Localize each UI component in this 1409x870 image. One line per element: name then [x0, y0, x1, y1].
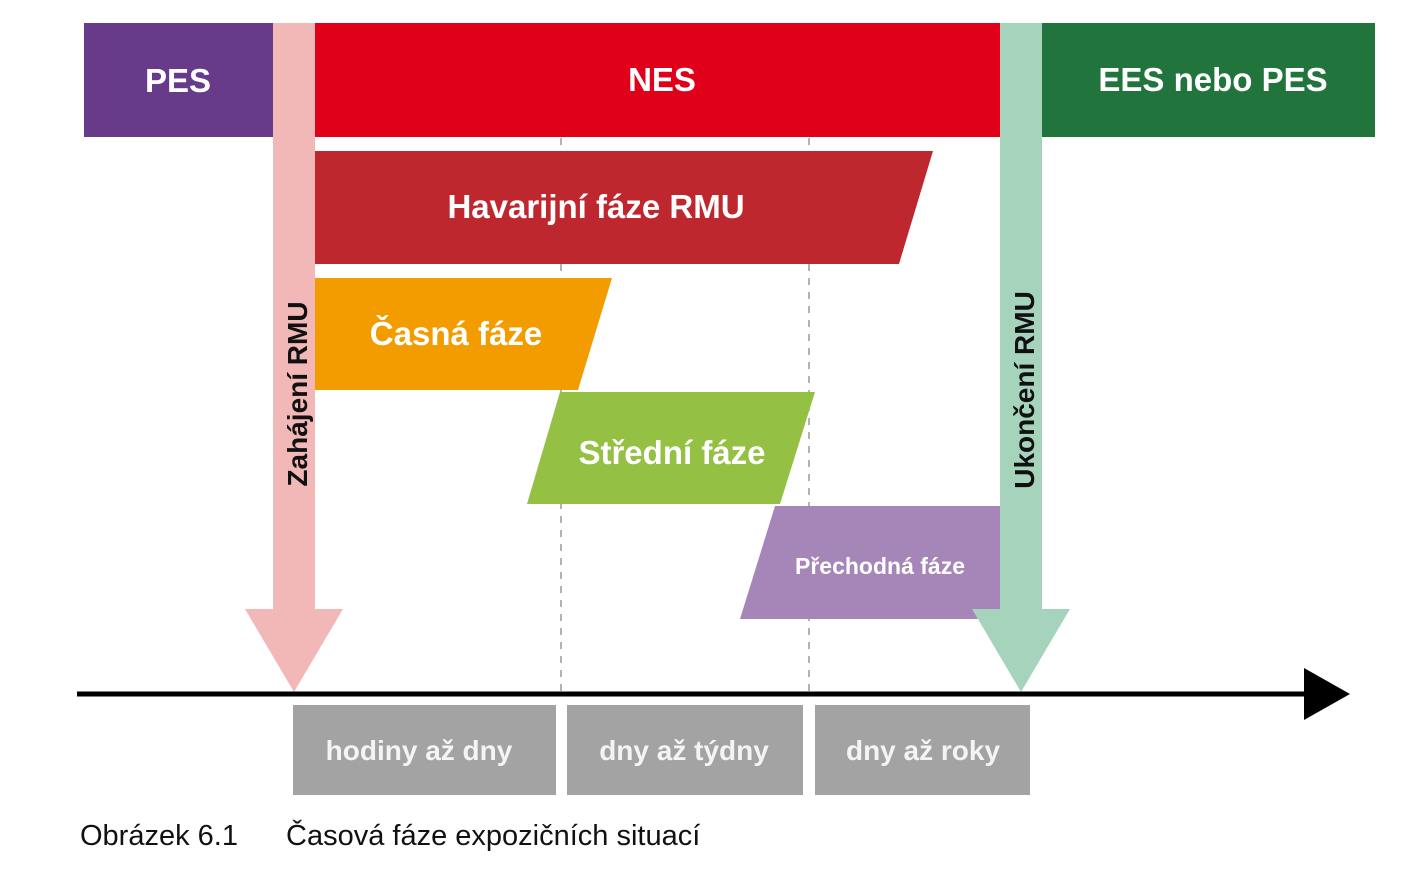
- duration-label-3: dny až roky: [846, 735, 1000, 766]
- phase-prechodna-label: Přechodná fáze: [795, 553, 965, 579]
- phase-casna-label: Časná fáze: [370, 314, 542, 352]
- band-ees-label: EES nebo PES: [1098, 61, 1327, 98]
- phase-prechodna: [740, 506, 1000, 619]
- phase-havarijni: [315, 151, 933, 264]
- band-ees-nebo-pes: [1042, 23, 1375, 137]
- time-axis-arrowhead: [1304, 668, 1350, 720]
- band-pes-label: PES: [145, 62, 211, 99]
- figure-caption-text: Časová fáze expozičních situací: [286, 820, 701, 852]
- phase-stredni: [527, 392, 815, 504]
- phase-havarijni-label: Havarijní fáze RMU: [447, 188, 744, 225]
- end-marker-arrow: [972, 23, 1070, 692]
- start-marker-label: Zahájení RMU: [282, 301, 313, 486]
- band-nes-label: NES: [628, 61, 696, 98]
- duration-label-2: dny až týdny: [599, 735, 769, 766]
- figure-number: Obrázek 6.1: [80, 820, 238, 852]
- duration-box-3: [815, 705, 1030, 795]
- duration-box-2: [567, 705, 803, 795]
- phase-stredni-label: Střední fáze: [578, 434, 765, 471]
- duration-label-1: hodiny až dny: [326, 735, 513, 766]
- start-marker-arrow: [245, 23, 343, 692]
- end-marker-label: Ukončení RMU: [1009, 291, 1040, 489]
- phase-casna: [315, 278, 612, 390]
- figure-caption: Obrázek 6.1 Časová fáze expozičních situa…: [80, 820, 700, 853]
- duration-box-1: [293, 705, 556, 795]
- band-pes: [84, 23, 273, 137]
- band-nes: [315, 23, 1000, 137]
